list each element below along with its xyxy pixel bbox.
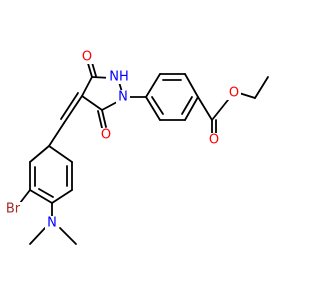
bond-n-me1: [29, 227, 46, 245]
bond-ar2-c: [184, 73, 199, 98]
bond-ar2-f: [145, 96, 161, 121]
bond-ar2-inner-c: [151, 96, 164, 115]
bond-n1-c5: [101, 101, 118, 111]
atom-o-ester-carbonyl-label: O: [209, 133, 219, 148]
bond-ar1-inner-c: [38, 188, 54, 198]
bond-c5-o-bottom-b: [97, 110, 103, 129]
bond-ch2-ch3: [254, 76, 269, 99]
atom-o-ester-carbonyl: O: [207, 133, 221, 148]
bond-ar2-d: [184, 96, 199, 121]
atom-labels: O NH N O O O Br N: [2, 50, 241, 231]
bond-ar1-f: [48, 145, 73, 163]
bond-o-ch2: [238, 92, 256, 99]
bond-ch-ring: [48, 122, 65, 147]
atom-n-ring-label: N: [118, 90, 128, 105]
atom-o-bottom: O: [99, 128, 113, 143]
atom-nh: NH: [106, 70, 132, 85]
bond-n-me2: [59, 227, 77, 245]
atom-o-top-label: O: [82, 50, 92, 65]
bond-c5-o-bottom-a: [101, 109, 107, 128]
atom-n-amine: N: [45, 216, 59, 231]
bond-ar1-a: [29, 145, 50, 163]
atom-o-ester: O: [227, 86, 241, 101]
atom-o-top: O: [80, 50, 94, 65]
bond-ar1-d: [51, 189, 73, 204]
atom-br-label: Br: [6, 202, 21, 217]
bond-c4-c3: [81, 76, 93, 97]
bond-c4-ch-b: [60, 92, 79, 120]
atom-n-ring: N: [116, 90, 130, 105]
atom-o-ester-label: O: [229, 86, 239, 101]
molecule-structure: O NH N O O O Br N: [2, 49, 269, 245]
bonds: [19, 58, 269, 245]
bond-ar2-a: [145, 73, 161, 98]
bond-c4-ch-a: [63, 95, 83, 124]
bond-ar1-br: [19, 189, 31, 204]
bond-ar1-c: [29, 189, 53, 204]
atom-nh-label: NH: [109, 70, 129, 85]
atom-o-bottom-label: O: [101, 128, 111, 143]
bond-ar2-cester: [197, 96, 213, 121]
bond-c5-c4: [81, 95, 103, 111]
bond-ar2-inner-b: [181, 96, 193, 115]
atom-br: Br: [2, 202, 24, 217]
atom-n-amine-label: N: [47, 216, 57, 231]
bond-cester-o: [211, 99, 229, 121]
